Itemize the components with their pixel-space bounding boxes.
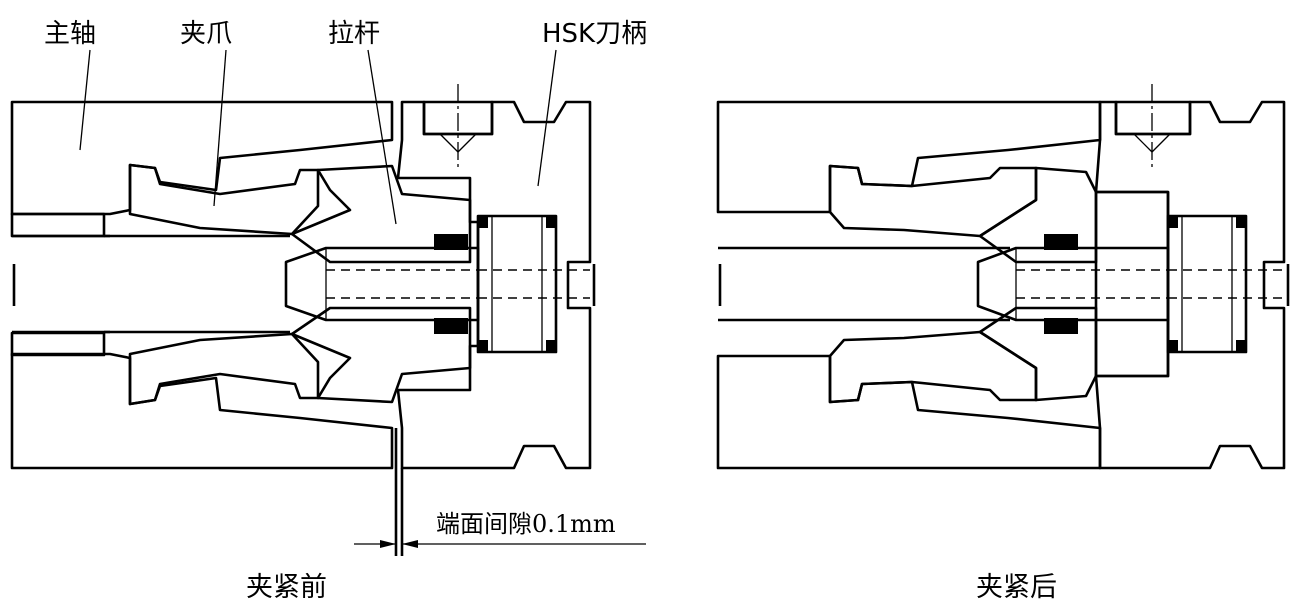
collet-jaw-lower — [128, 332, 320, 406]
label-hsk-holder: HSK刀柄 — [542, 19, 647, 49]
seal-ring-upper — [434, 234, 468, 250]
spindle-section-lower — [10, 352, 394, 470]
coolant-bore-upper — [10, 212, 106, 238]
label-spindle: 主轴 — [44, 19, 96, 49]
collet-jaw-upper-after — [828, 164, 1038, 238]
label-drawbar: 拉杆 — [328, 19, 380, 49]
screw-cone-r — [457, 133, 477, 153]
collet-jaw-lower-after — [828, 330, 1038, 404]
screw-cone-l — [439, 133, 459, 153]
drawbar-head-upper — [290, 164, 472, 264]
caption-after: 夹紧后 — [976, 572, 1057, 603]
leader-drawbar — [367, 49, 397, 225]
leader-hsk — [537, 49, 557, 187]
leader-collet — [213, 49, 227, 207]
hsk-holder-section-after — [1094, 100, 1286, 470]
hsk-holder-section — [396, 100, 592, 470]
drawbar-head-lower — [290, 306, 472, 404]
spindle-section-upper — [10, 100, 394, 216]
leader-spindle — [79, 49, 91, 151]
coolant-tube-after — [1166, 214, 1248, 354]
seal-ring-lower-after — [1044, 318, 1078, 334]
holder-screw-hole-after — [1114, 100, 1192, 136]
holder-screw-hole — [422, 100, 494, 136]
dim-arrow-left — [380, 540, 396, 548]
collet-jaw-upper — [128, 163, 320, 236]
seal-ring-lower — [434, 318, 468, 334]
spindle-section-lower-after — [716, 354, 1102, 470]
coolant-tube — [476, 214, 558, 354]
spindle-section-upper-after — [716, 100, 1102, 214]
seal-ring-upper-after — [1044, 234, 1078, 250]
face-gap-label: 端面间隙0.1mm — [436, 510, 616, 538]
after-clamping-view: 夹紧后 — [716, 84, 1290, 603]
drawbar-head-lower-after — [978, 306, 1098, 402]
drawbar-head-upper-after — [978, 166, 1098, 264]
coolant-bore-lower — [10, 331, 106, 357]
holder-sleeve-after — [1094, 190, 1170, 378]
caption-before: 夹紧前 — [246, 572, 327, 603]
label-collet: 夹爪 — [180, 19, 232, 49]
before-clamping-view: 主轴 夹爪 拉杆 HSK刀柄 端面间隙0.1mm 夹紧前 — [10, 19, 647, 603]
dim-arrow-right — [402, 540, 418, 548]
